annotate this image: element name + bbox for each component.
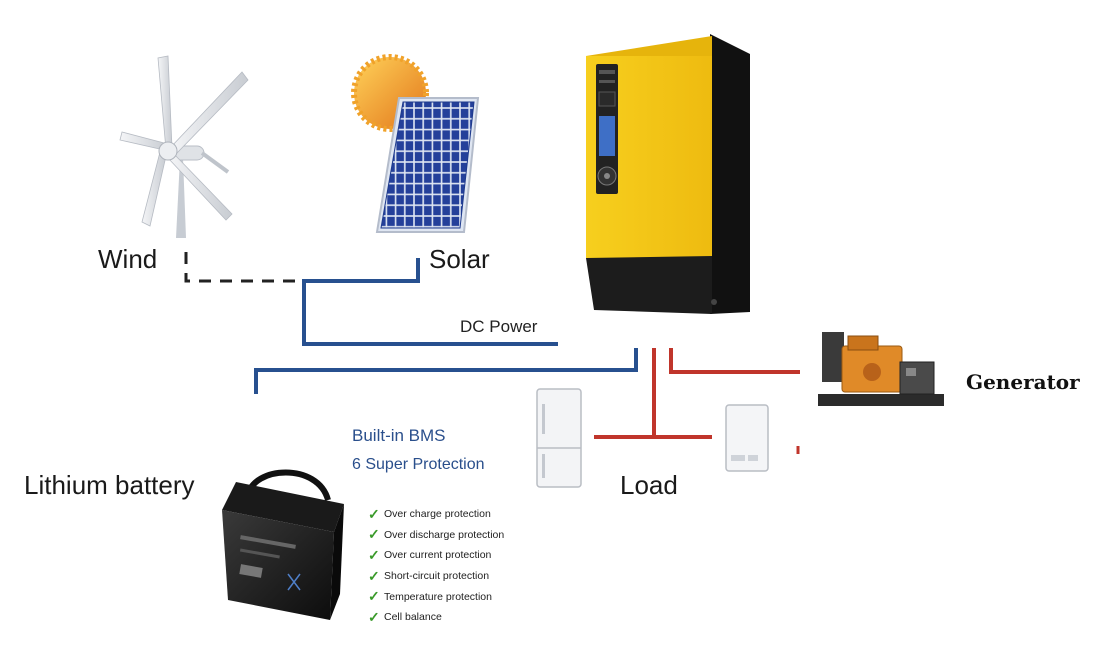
wind-dashed-line <box>184 252 304 283</box>
check-icon: ✓ <box>368 567 380 584</box>
check-icon: ✓ <box>368 505 380 522</box>
lithium-battery-label: Lithium battery <box>24 470 195 500</box>
check-icon: ✓ <box>368 608 380 625</box>
protection-item: ✓ Cell balance <box>368 607 504 628</box>
dc-power-label: DC Power <box>460 317 538 336</box>
inverter-icon <box>586 34 750 314</box>
solar-panel-icon <box>351 54 480 233</box>
protection-label: Short-circuit protection <box>384 570 490 583</box>
refrigerator-icon <box>536 388 582 488</box>
protection-item: ✓ Over charge protection <box>368 504 504 525</box>
generator-icon <box>818 332 944 406</box>
load-label: Load <box>620 470 678 500</box>
protection-label: Over current protection <box>384 549 492 562</box>
check-icon: ✓ <box>368 526 380 543</box>
protection-item: ✓ Short-circuit protection <box>368 566 504 587</box>
protection-item: ✓ Temperature protection <box>368 586 504 607</box>
wiring <box>184 252 800 454</box>
lithium-battery-icon <box>222 469 344 620</box>
protection-label: Cell balance <box>384 611 442 624</box>
generator-ac-line <box>669 348 800 374</box>
appliance-icon <box>725 404 769 472</box>
bms-subtitle: 6 Super Protection <box>352 456 485 473</box>
protection-item: ✓ Over current protection <box>368 545 504 566</box>
solar-dc-line <box>302 258 558 346</box>
protection-label: Over discharge protection <box>384 528 505 541</box>
solar-label: Solar <box>429 244 490 274</box>
protection-label: Over charge protection <box>384 508 491 521</box>
protection-label: Temperature protection <box>384 590 492 603</box>
check-icon: ✓ <box>368 588 380 605</box>
bms-title: Built-in BMS <box>352 426 446 445</box>
wind-label: Wind <box>98 244 158 274</box>
generator-label: Generator <box>966 370 1080 394</box>
protection-item: ✓ Over discharge protection <box>368 525 504 546</box>
battery-dc-line <box>254 348 638 394</box>
protection-list: ✓ Over charge protection ✓ Over discharge … <box>368 504 504 628</box>
load-ac-line <box>594 348 712 439</box>
check-icon: ✓ <box>368 546 380 563</box>
wind-turbine-icon <box>119 55 249 238</box>
